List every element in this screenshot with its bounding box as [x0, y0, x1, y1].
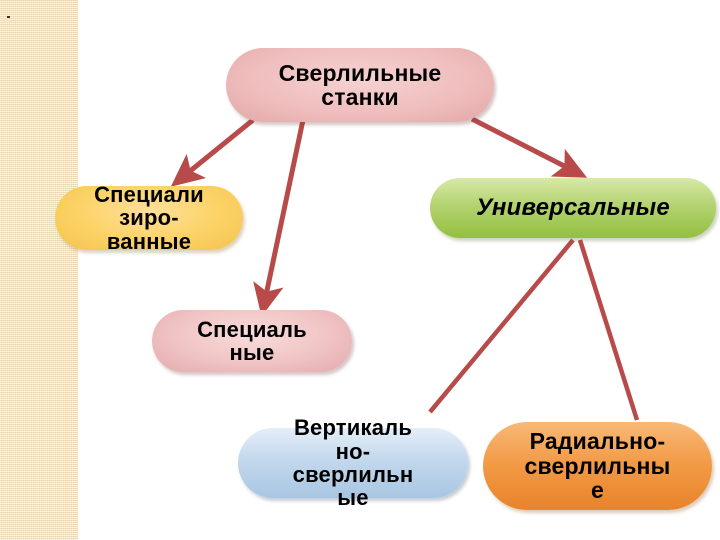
edge-root-to-universal: [470, 116, 588, 178]
edge-universal-to-radial: [577, 239, 640, 421]
corner-dot-marker: [7, 16, 10, 18]
node-label: Сверлильные станки: [278, 59, 442, 110]
edge-root-to-specialized: [170, 118, 255, 187]
node-label: Радиально- сверлильны е: [524, 428, 671, 504]
edge-universal-to-vertical: [428, 238, 575, 414]
node-special[interactable]: Специаль ные: [152, 310, 352, 372]
node-vertical-drilling[interactable]: Вертикаль но- сверлильн ые: [238, 416, 468, 510]
node-label: Вертикаль но- сверлильн ые: [292, 415, 414, 511]
decorative-sidebar-band: [0, 0, 78, 540]
node-label: Специали зиро- ванные: [94, 182, 204, 254]
node-specialized[interactable]: Специали зиро- ванные: [55, 182, 243, 254]
node-label: Специаль ные: [197, 316, 307, 365]
node-drilling-machines[interactable]: Сверлильные станки: [226, 48, 494, 122]
edge-root-to-special: [253, 119, 306, 317]
node-radial-drilling[interactable]: Радиально- сверлильны е: [483, 422, 712, 510]
node-label: Универсальные: [476, 194, 670, 222]
node-universal[interactable]: Универсальные: [430, 178, 716, 238]
